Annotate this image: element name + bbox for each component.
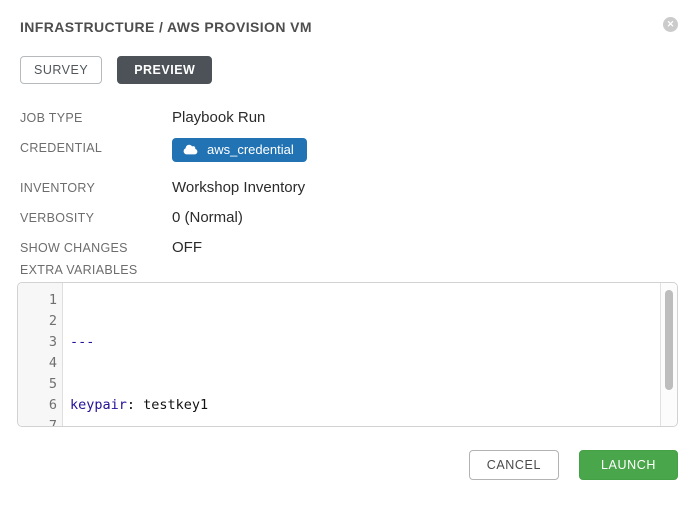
credential-badge[interactable]: aws_credential [172, 138, 307, 162]
line-number: 7 [48, 418, 57, 427]
detail-row-inventory: INVENTORY Workshop Inventory [20, 179, 678, 196]
show-changes-value: OFF [172, 239, 202, 256]
modal-title: INFRASTRUCTURE / AWS PROVISION VM [20, 19, 312, 35]
detail-row-verbosity: VERBOSITY 0 (Normal) [20, 209, 678, 226]
credential-label: CREDENTIAL [20, 141, 103, 155]
line-number: 2 [48, 313, 57, 329]
cancel-button[interactable]: CANCEL [468, 450, 559, 480]
credential-badge-label: aws_credential [207, 142, 294, 157]
verbosity-value: 0 (Normal) [172, 209, 243, 226]
detail-row-job-type: JOB TYPE Playbook Run [20, 109, 678, 126]
tab-preview[interactable]: PREVIEW [117, 56, 213, 84]
line-number: 4 [48, 355, 57, 371]
close-icon[interactable]: ✕ [663, 17, 678, 32]
detail-row-show-changes: SHOW CHANGES OFF [20, 239, 678, 256]
editor-scrollbar[interactable] [660, 283, 677, 426]
code-line: keypair: testkey1 [70, 397, 209, 413]
verbosity-label: VERBOSITY [20, 211, 95, 225]
launch-button[interactable]: LAUNCH [579, 450, 678, 480]
modal-footer: CANCEL LAUNCH [20, 450, 678, 480]
inventory-label: INVENTORY [20, 181, 96, 195]
editor-scrollbar-thumb[interactable] [665, 290, 673, 390]
editor-line-numbers: 1 2 3 4 5 6 7 [18, 283, 63, 426]
job-type-label: JOB TYPE [20, 111, 83, 125]
inventory-value: Workshop Inventory [172, 179, 306, 196]
cloud-icon [183, 144, 198, 155]
modal-header: INFRASTRUCTURE / AWS PROVISION VM ✕ [20, 17, 678, 35]
detail-row-credential: CREDENTIAL aws_credential [20, 138, 678, 162]
line-number: 6 [48, 397, 57, 413]
code-line: --- [70, 334, 95, 350]
line-number: 1 [48, 292, 57, 308]
extra-variables-label: EXTRA VARIABLES [20, 263, 138, 277]
line-number: 5 [48, 376, 57, 392]
job-details: JOB TYPE Playbook Run CREDENTIAL aws_cre… [20, 109, 678, 256]
line-number: 3 [48, 334, 57, 350]
job-type-value: Playbook Run [172, 109, 266, 126]
extra-variables-code-editor[interactable]: 1 2 3 4 5 6 7 --- keypair: testkey1 aws_… [17, 282, 678, 427]
preview-survey-tabs: SURVEY PREVIEW [20, 56, 678, 84]
tab-survey[interactable]: SURVEY [20, 56, 103, 84]
editor-code-area[interactable]: --- keypair: testkey1 aws_region: us-wes… [63, 283, 257, 426]
show-changes-label: SHOW CHANGES [20, 241, 128, 255]
